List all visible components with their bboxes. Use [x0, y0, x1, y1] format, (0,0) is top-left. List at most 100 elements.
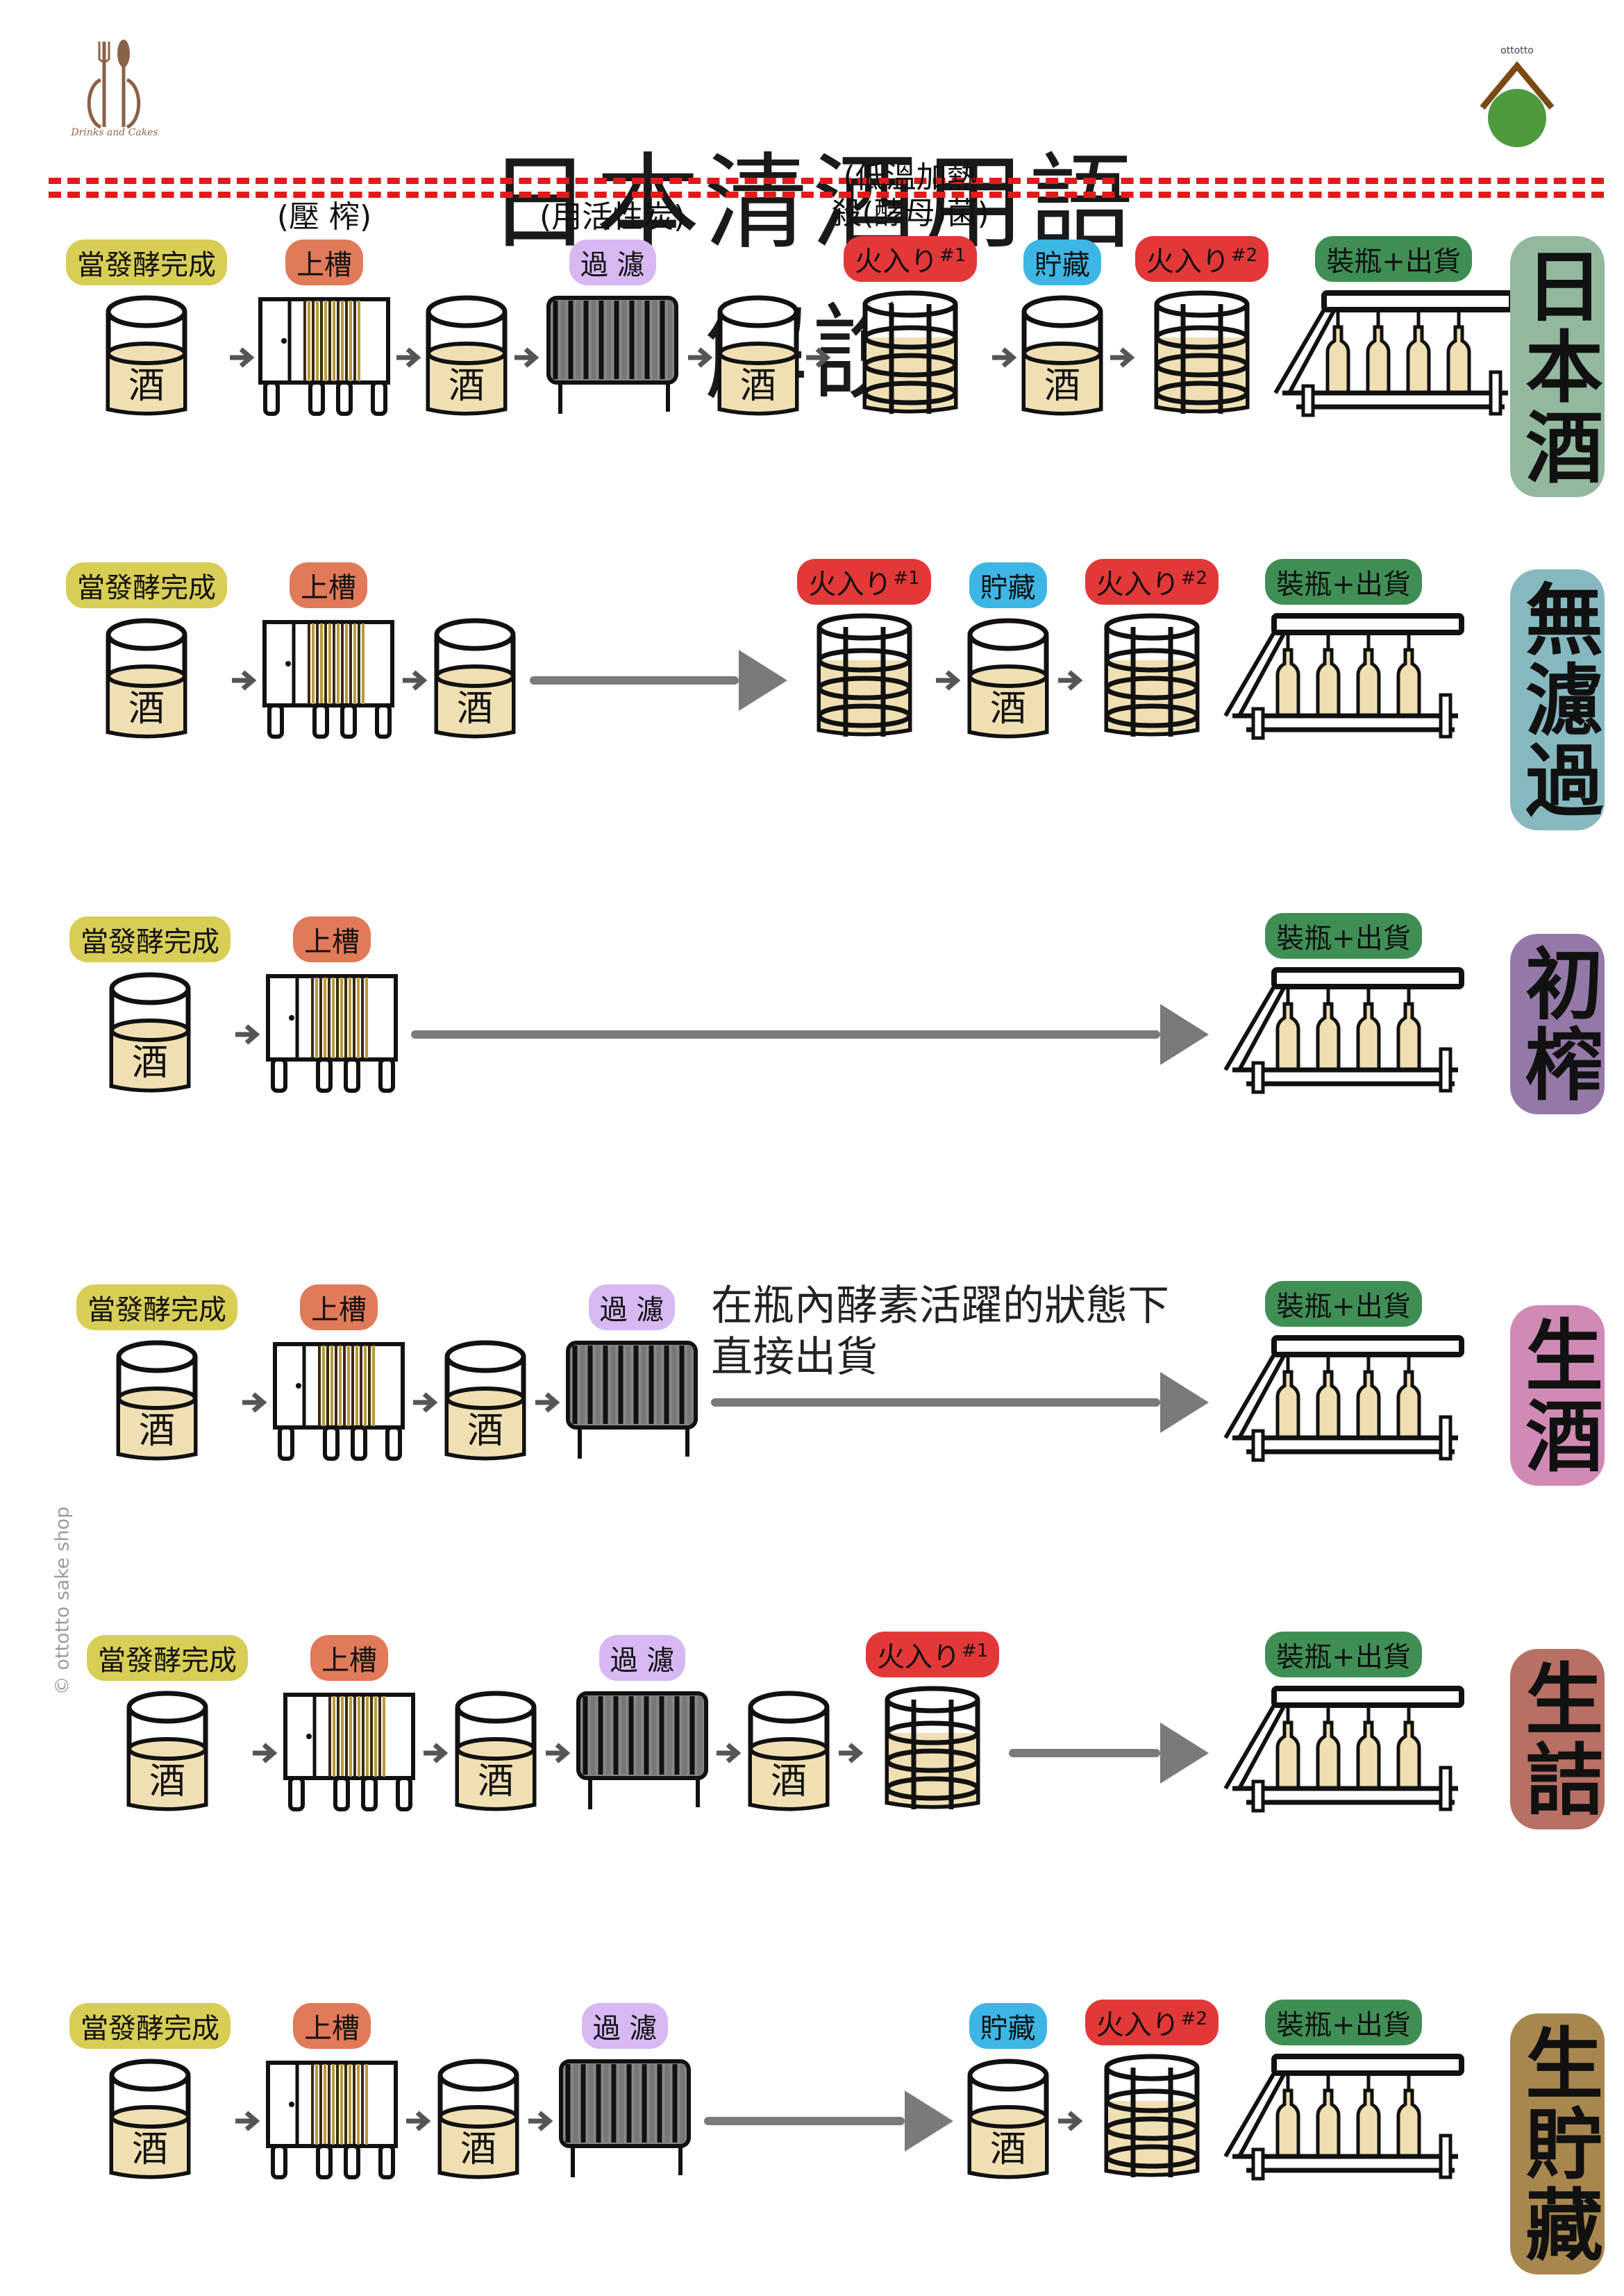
short-arrow-icon: [931, 618, 963, 743]
short-arrow-icon: [530, 1340, 562, 1465]
step-label-text: 當發酵完成: [98, 1645, 237, 1677]
bottling-rack-icon: [1219, 966, 1468, 1097]
short-arrow-icon: [231, 972, 262, 1097]
bottling-rack-icon: [1219, 1684, 1468, 1816]
step-label-pressing: 上槽: [293, 916, 371, 962]
step-charcoal-filter: 過 濾: [573, 1635, 712, 1816]
step-sake-tank: 當發酵完成 酒: [66, 240, 227, 420]
sake-tank-icon: 酒: [101, 292, 192, 420]
row-title: 無濾過: [1510, 569, 1605, 830]
step-charcoal-filter: (用活性炭)過 濾: [539, 199, 685, 420]
step-label-text: 過 濾: [610, 1645, 675, 1677]
pressing-machine-icon: [262, 2056, 401, 2184]
step-label-number: #2: [1230, 244, 1258, 266]
pressing-machine-icon: [262, 969, 401, 1097]
step-label-pasteurization: 火入り#1: [843, 236, 978, 282]
svg-text:酒: 酒: [449, 365, 485, 407]
short-arrow-icon: [1053, 2059, 1085, 2184]
svg-text:酒: 酒: [1044, 365, 1080, 407]
step-label-text: 裝瓶+出貨: [1276, 2009, 1411, 2041]
step-pressing-machine: 上槽: [280, 1635, 419, 1816]
charcoal-filter-icon: [555, 2056, 694, 2184]
row-title: 生貯藏: [1510, 2013, 1605, 2274]
step-label-text: 火入り: [1096, 569, 1180, 601]
step-label-pasteurization: 火入り#1: [797, 559, 931, 605]
arrow-head-icon: [1160, 1723, 1209, 1784]
step-label-text: 裝瓶+出貨: [1276, 1641, 1411, 1673]
step-sake-tank: 酒: [433, 2056, 524, 2184]
step-sake-tank: 當發酵完成 酒: [76, 1284, 237, 1465]
step-sake-tank: 當發酵完成 酒: [69, 2003, 231, 2184]
row-title: 日本酒: [1510, 236, 1605, 497]
step-label-number: #2: [1180, 2008, 1207, 2029]
step-label-text: 裝瓶+出貨: [1276, 923, 1411, 955]
step-pressing-machine: 上槽: [259, 562, 398, 743]
pasteurization-tank-icon: [1150, 289, 1254, 420]
step-label-text: 過 濾: [580, 249, 645, 281]
step-pasteurization-tank: 火入り#2: [1085, 559, 1219, 743]
step-label-pressing: 上槽: [293, 2003, 371, 2049]
step-sake-tank: 貯藏 酒: [1017, 240, 1107, 420]
step-label-number: #2: [1180, 567, 1207, 589]
step-pressing-machine: 上槽: [269, 1284, 408, 1465]
short-arrow-icon: [231, 2059, 262, 2184]
step-label-filtration: 過 濾: [569, 240, 656, 285]
short-arrow-icon: [227, 618, 259, 743]
step-label-text: 上槽: [296, 249, 352, 281]
step-sake-tank: 酒: [713, 292, 803, 420]
short-arrow-icon: [237, 1340, 269, 1465]
step-sake-tank: 酒: [451, 1688, 541, 1816]
step-label-fermentation: 當發酵完成: [69, 916, 231, 962]
svg-text:酒: 酒: [990, 688, 1026, 730]
step-label-text: 貯藏: [1034, 249, 1090, 281]
short-arrow-icon: [1053, 618, 1085, 743]
step-label-pressing: 上槽: [285, 240, 363, 285]
bottling-rack-icon: [1269, 289, 1518, 420]
svg-text:酒: 酒: [132, 1042, 168, 1084]
arrow-shaft: [1009, 1749, 1160, 1757]
long-arrow: [411, 972, 1209, 1097]
short-arrow-icon: [803, 295, 831, 420]
step-label-pasteurization: 火入り#2: [1085, 559, 1219, 605]
pressing-machine-icon: [259, 615, 398, 743]
svg-text:酒: 酒: [460, 2129, 496, 2170]
sake-tank-icon: 酒: [744, 1688, 834, 1816]
step-bottling-rack: 裝瓶+出貨: [1219, 913, 1468, 1097]
ottotto-logo: ottotto: [1472, 38, 1562, 149]
arrow-head-icon: [739, 650, 788, 711]
step-label-text: 上槽: [304, 2013, 360, 2045]
step-label-text: 火入り: [877, 1641, 960, 1673]
step-label-text: 上槽: [304, 926, 360, 958]
step-sake-tank: 酒: [440, 1337, 530, 1465]
sake-tank-icon: 酒: [963, 2056, 1053, 2184]
row-title: 生詰: [1510, 1649, 1605, 1829]
step-label-text: 當發酵完成: [81, 926, 219, 958]
step-label-text: 貯藏: [980, 572, 1036, 604]
step-label-bottling: 裝瓶+出貨: [1315, 236, 1472, 282]
step-sake-tank: 貯藏 酒: [963, 562, 1053, 743]
short-arrow-icon: [248, 1691, 280, 1816]
process-row: 當發酵完成 酒 上槽 酒 過 濾 貯藏 酒 火入り#2 裝瓶: [69, 1892, 1468, 2184]
arrow-shaft: [411, 1030, 1160, 1039]
process-row: 當發酵完成 酒 上槽 裝瓶+出貨: [69, 805, 1468, 1097]
sake-tank-icon: 酒: [112, 1337, 202, 1465]
step-label-fermentation: 當發酵完成: [76, 1284, 237, 1330]
svg-text:酒: 酒: [139, 1410, 175, 1452]
step-sake-tank: 酒: [421, 292, 512, 420]
step-label-text: 上槽: [301, 572, 356, 604]
short-arrow-icon: [1107, 295, 1135, 420]
step-bottling-rack: 裝瓶+出貨: [1219, 2000, 1468, 2184]
step-label-text: 上槽: [311, 1294, 367, 1326]
arrow-head-icon: [1160, 1004, 1209, 1065]
sake-tank-icon: 酒: [1017, 292, 1107, 420]
charcoal-filter-icon: [562, 1337, 701, 1465]
step-sake-tank: 當發酵完成 酒: [69, 916, 231, 1097]
process-row: 當發酵完成 酒 上槽 酒 過 濾 酒 火入り#1 裝瓶+出: [87, 1524, 1468, 1816]
step-label-text: 火入り: [1146, 246, 1230, 278]
step-sake-tank: 貯藏 酒: [963, 2003, 1053, 2184]
long-arrow: 在瓶內酵素活躍的狀態下 直接出貨: [711, 1282, 1209, 1465]
step-label-filtration: 過 濾: [598, 1635, 686, 1681]
dashed-divider-top: [49, 178, 1604, 184]
arrow-head-icon: [904, 2090, 953, 2152]
pressing-machine-icon: [255, 292, 394, 420]
